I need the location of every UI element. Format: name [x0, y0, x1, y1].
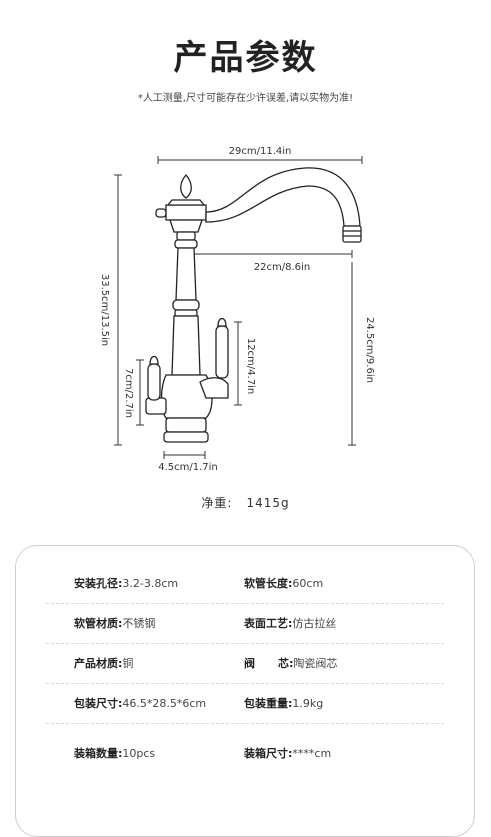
page-title: 产品参数 [173, 38, 318, 78]
spec-value: 10pcs [122, 746, 156, 760]
spec-value: 46.5*28.5*6cm [122, 696, 207, 710]
base-height-label: 7cm/2.7in [123, 368, 134, 418]
divider [46, 603, 444, 604]
spec-label: 安装孔径: [74, 577, 123, 590]
measurement-note: *人工测量,尺寸可能存在少许误差,请以实物为准! [137, 93, 354, 104]
spec-row: 包装尺寸:46.5*28.5*6cm 包装重量:1.9kg [16, 686, 474, 720]
spec-value: 陶瓷阀芯 [293, 657, 338, 670]
net-weight: 净重: 1415g [0, 494, 491, 511]
spec-row: 安装孔径:3.2-3.8cm 软管长度:60cm [16, 566, 474, 600]
handle-height-label: 12cm/4.7in [245, 338, 256, 394]
spec-label: 装箱尺寸: [244, 747, 293, 760]
spec-value: 60cm [292, 576, 324, 590]
spec-label: 软管长度: [244, 577, 293, 590]
spec-row: 装箱数量:10pcs 装箱尺寸:****cm [16, 736, 474, 770]
net-weight-value: 1415g [246, 496, 290, 510]
divider [46, 723, 444, 724]
faucet-dimension-drawing: 29cm/11.4in 22cm/8.6in 33.5cm/13.5in 24.… [99, 146, 375, 473]
spec-label: 软管材质: [74, 617, 123, 630]
spec-value: 不锈钢 [122, 617, 156, 630]
spout-height-label: 24.5cm/9.6in [364, 317, 375, 383]
spec-value: 1.9kg [292, 696, 324, 710]
spec-value: ****cm [292, 746, 332, 760]
net-weight-label: 净重: [201, 496, 233, 510]
spec-label: 包装重量: [244, 697, 293, 710]
spec-value: 铜 [122, 657, 134, 670]
spout-reach-label: 22cm/8.6in [254, 262, 310, 273]
spec-row: 软管材质:不锈钢 表面工艺:仿古拉丝 [16, 606, 474, 640]
divider [46, 683, 444, 684]
base-width-label: 4.5cm/1.7in [158, 462, 218, 473]
spec-value: 仿古拉丝 [292, 617, 337, 630]
spec-label: 表面工艺: [244, 617, 293, 630]
total-height-label: 33.5cm/13.5in [99, 274, 110, 346]
total-width-label: 29cm/11.4in [229, 146, 292, 157]
spec-value: 3.2-3.8cm [122, 576, 179, 590]
spec-card: 安装孔径:3.2-3.8cm 软管长度:60cm 软管材质:不锈钢 表面工艺:仿… [15, 545, 475, 837]
spec-row: 产品材质:铜 阀 芯:陶瓷阀芯 [16, 646, 474, 680]
spec-label: 阀 芯: [244, 657, 294, 670]
divider [46, 643, 444, 644]
spec-label: 包装尺寸: [74, 697, 123, 710]
spec-label: 产品材质: [74, 657, 123, 670]
spec-label: 装箱数量: [74, 747, 123, 760]
